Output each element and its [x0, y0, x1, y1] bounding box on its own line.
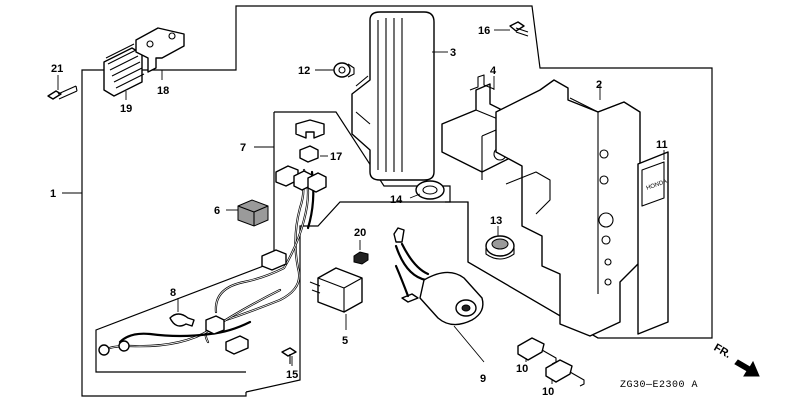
part-16-screw — [494, 21, 529, 37]
callout-16: 16 — [478, 25, 490, 37]
diagram-code: ZG30—E2300 A — [620, 380, 698, 391]
part-10-keys — [517, 337, 585, 387]
part-7-wire-harness — [98, 165, 327, 356]
part-17-fuse — [295, 119, 328, 163]
callout-14: 14 — [390, 194, 403, 206]
part-13-knob — [485, 226, 515, 260]
callout-11: 11 — [656, 139, 668, 151]
callout-19: 19 — [120, 103, 132, 115]
callout-13: 13 — [490, 215, 502, 227]
callout-8: 8 — [170, 287, 176, 299]
part-18-plate — [135, 27, 185, 80]
callout-10b: 10 — [542, 386, 554, 398]
part-20-nut — [353, 240, 369, 265]
callout-3: 3 — [450, 47, 456, 59]
callout-12: 12 — [298, 65, 310, 77]
callout-21: 21 — [51, 63, 63, 75]
callout-20: 20 — [354, 227, 366, 239]
part-5-relay — [309, 267, 363, 330]
arrow-down-right-icon — [734, 359, 760, 377]
front-marker-label: FR. — [712, 342, 733, 361]
part-9-ignition-switch — [393, 227, 485, 363]
callout-18: 18 — [157, 85, 169, 97]
callout-7: 7 — [240, 142, 246, 154]
subassembly-frame-key — [467, 202, 599, 339]
part-19-finned-bracket — [103, 43, 145, 100]
part-6-connector — [226, 199, 269, 227]
front-marker: FR. — [712, 342, 760, 377]
part-21-bolt — [47, 75, 78, 100]
callout-1: 1 — [50, 188, 56, 200]
part-14-grommet — [409, 180, 445, 200]
callout-15: 15 — [286, 369, 298, 381]
part-12-grommet — [315, 62, 355, 78]
callout-5: 5 — [342, 335, 348, 347]
part-2-control-panel — [495, 79, 641, 337]
part-8-clip — [169, 298, 195, 327]
part-11-label-plate: HONDA — [637, 150, 669, 335]
callout-17: 17 — [330, 151, 342, 163]
callout-4: 4 — [490, 65, 497, 77]
part-3-cover-seal — [351, 11, 448, 181]
callout-2: 2 — [596, 79, 602, 91]
callout-10a: 10 — [516, 363, 528, 375]
part-15-screw — [281, 347, 297, 366]
callout-9: 9 — [480, 373, 486, 385]
subassembly-frame-harness — [95, 111, 451, 393]
callout-6: 6 — [214, 205, 220, 217]
